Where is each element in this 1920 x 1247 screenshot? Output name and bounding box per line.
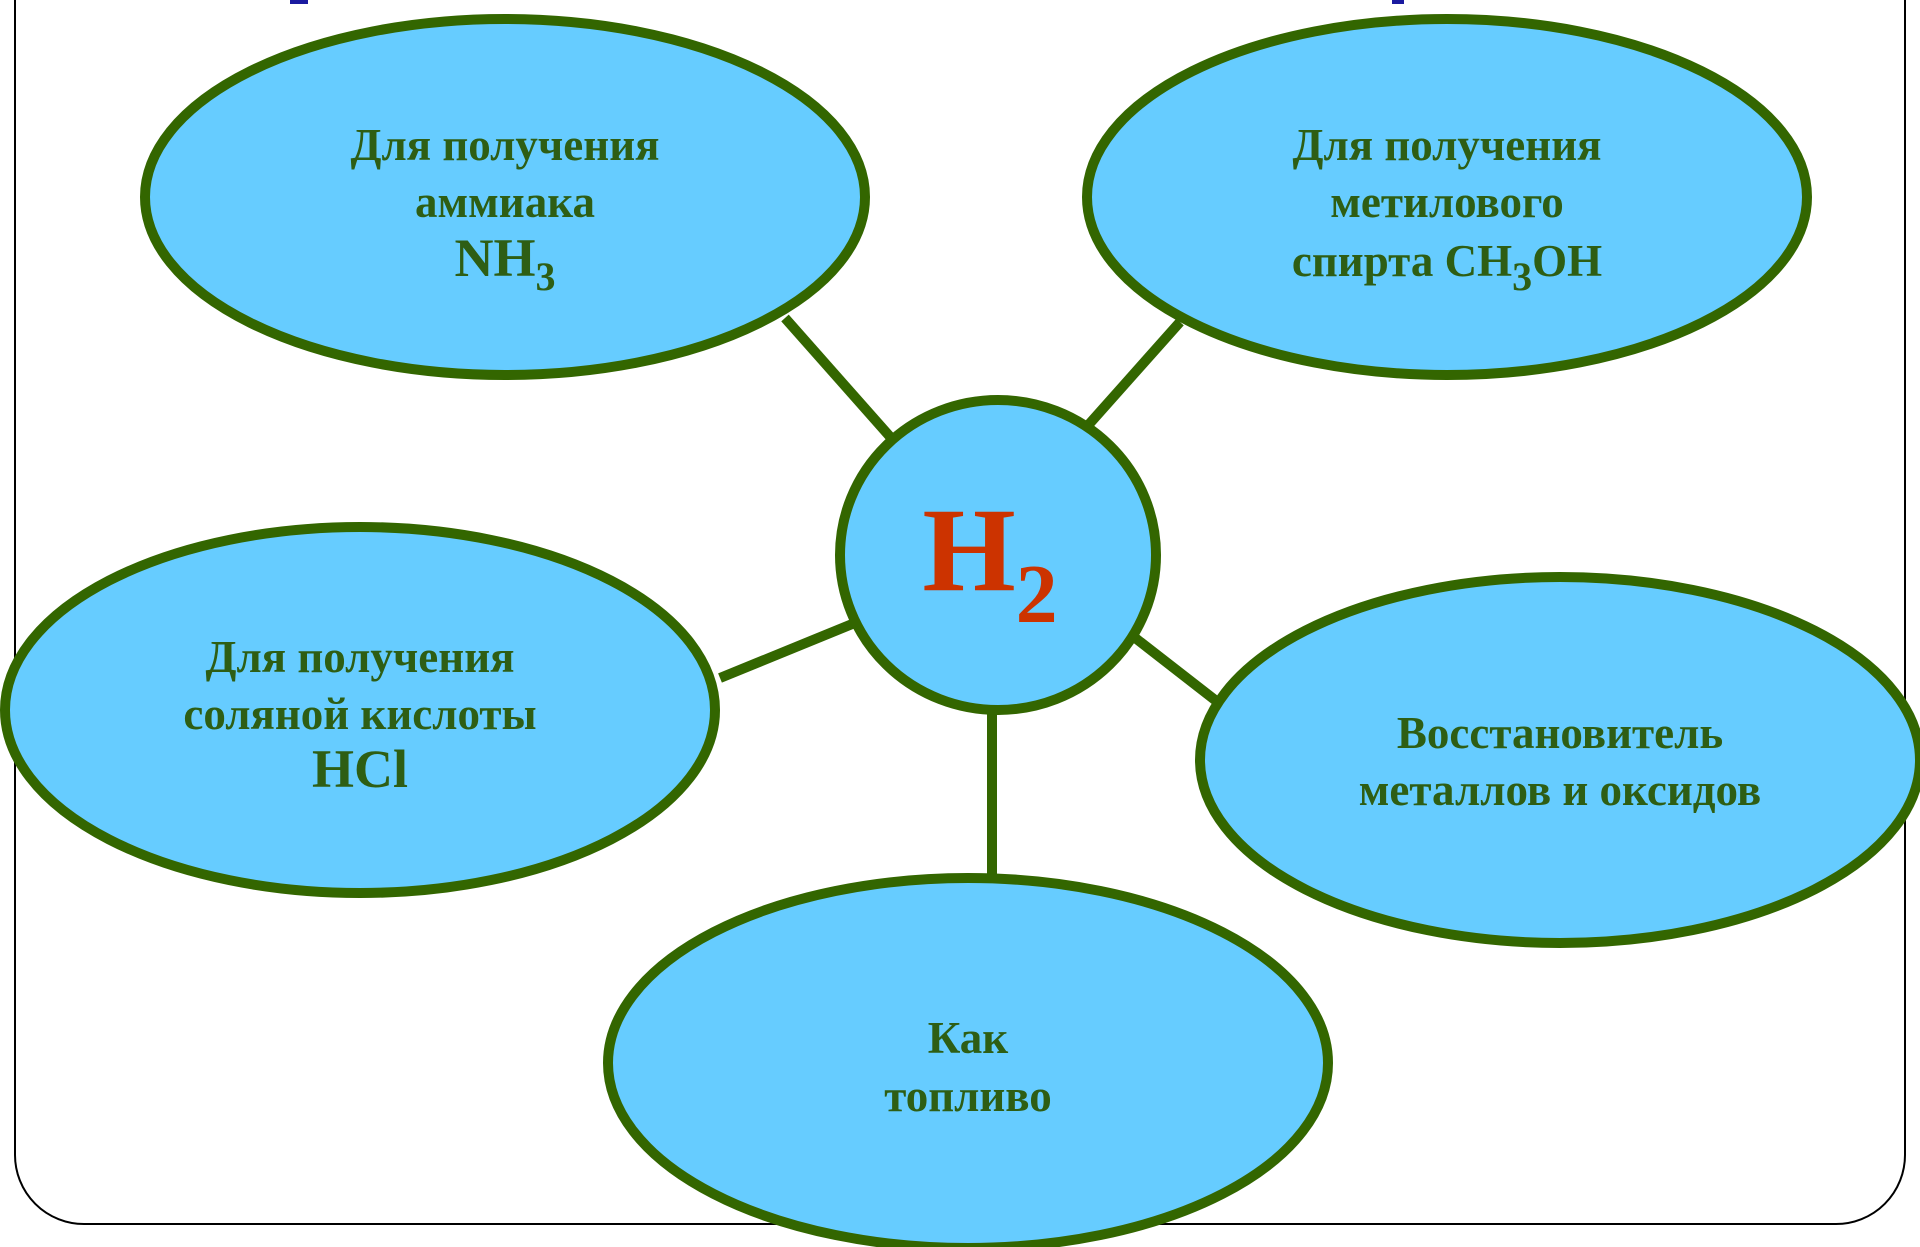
fuel-line2: топливо <box>884 1071 1052 1121</box>
reducer-line1: Восстановитель <box>1397 708 1723 758</box>
connector-hcl <box>718 615 864 683</box>
oval-reducer <box>1195 572 1920 948</box>
connectors <box>718 314 1219 880</box>
ammonia-line1: Для получения <box>351 120 660 170</box>
oval-fuel <box>603 873 1333 1247</box>
connector-ammonia <box>781 314 904 452</box>
hcl-line1: Для получения <box>206 632 515 682</box>
hub-hydrogen: H2 <box>835 395 1161 715</box>
hcl-line3: HCl <box>312 739 408 799</box>
node-fuel: Как топливо <box>603 873 1333 1247</box>
methanol-line3: спирта CH3OH <box>1292 236 1602 299</box>
oval-methanol <box>1082 14 1812 380</box>
hub-circle <box>835 395 1161 715</box>
oval-ammonia <box>140 14 870 380</box>
hub-formula: H2 <box>922 483 1057 641</box>
ammonia-formula: NH3 <box>455 228 556 299</box>
node-ammonia: Для получения аммиака NH3 <box>140 14 870 380</box>
node-reducer: Восстановитель металлов и оксидов <box>1195 572 1920 948</box>
node-methanol: Для получения метилового спирта CH3OH <box>1082 14 1812 380</box>
oval-hcl <box>0 522 720 898</box>
top-rule-right <box>1392 0 1404 4</box>
fuel-line1: Как <box>928 1013 1009 1063</box>
methanol-line1: Для получения <box>1293 120 1602 170</box>
methanol-line2: метилового <box>1330 177 1564 227</box>
connector-reducer <box>1121 626 1219 704</box>
node-hcl: Для получения соляной кислоты HCl <box>0 522 720 898</box>
ammonia-line2: аммиака <box>415 177 595 227</box>
top-rule-left <box>290 0 308 4</box>
connector-methanol <box>1071 318 1184 444</box>
reducer-line2: металлов и оксидов <box>1359 765 1761 815</box>
hcl-line2: соляной кислоты <box>183 689 536 739</box>
